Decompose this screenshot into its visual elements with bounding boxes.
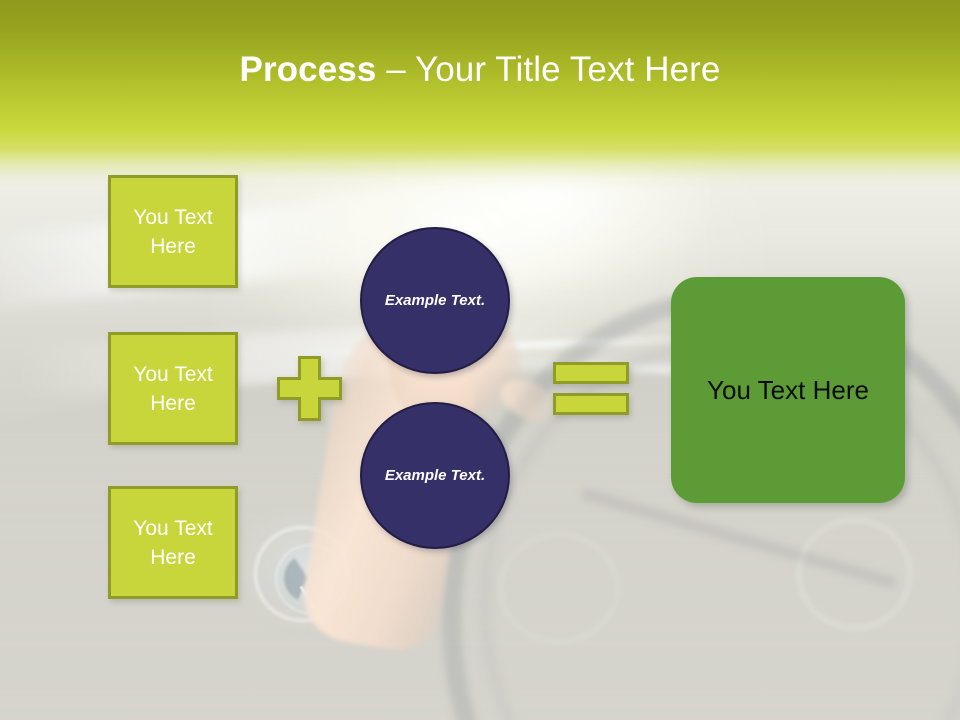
equals-icon-bar-top [553,362,629,384]
process-circle-2[interactable]: Example Text. [360,402,510,549]
input-box-3[interactable]: You Text Here [108,486,238,599]
page-title-emphasis: Process [239,50,377,89]
input-box-2-label: You Text Here [133,362,213,415]
header-band [0,0,960,196]
background-gauge-tertiary [796,518,912,631]
equals-icon-bar-bottom [553,393,629,415]
equals-icon [553,362,629,415]
result-box[interactable]: You Text Here [671,277,905,503]
background-gauge-secondary [499,532,620,643]
plus-icon [277,356,342,421]
page-title: Process – Your Title Text Here [0,48,960,92]
input-box-1-label: You Text Here [133,205,213,258]
input-box-3-label: You Text Here [133,516,213,569]
page-title-remainder: Your Title Text Here [415,50,721,89]
result-box-label: You Text Here [707,375,869,405]
page-title-separator: – [376,50,415,89]
input-box-1[interactable]: You Text Here [108,175,238,288]
input-box-2[interactable]: You Text Here [108,332,238,445]
process-circle-1-label: Example Text. [384,291,486,309]
process-circle-2-label: Example Text. [384,466,486,484]
process-circle-1[interactable]: Example Text. [360,227,510,374]
